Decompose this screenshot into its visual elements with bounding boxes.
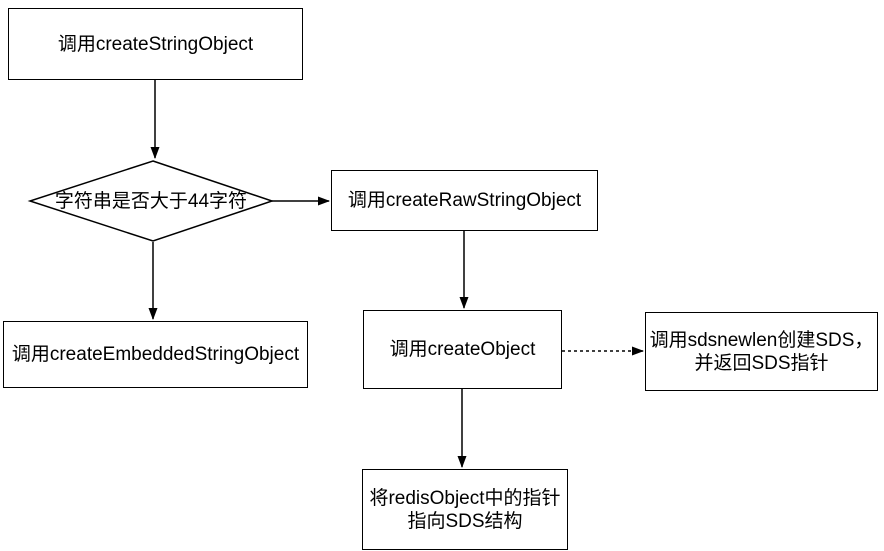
node-sdsnewlen-label: 调用sdsnewlen创建SDS， 并返回SDS指针 (649, 329, 874, 374)
node-create-embedded-string-object-label: 调用createEmbeddedStringObject (11, 344, 300, 365)
node-create-raw-string-object-label: 调用createRawStringObject (347, 190, 582, 211)
node-create-raw-string-object: 调用createRawStringObject (331, 170, 598, 231)
node-create-object-label: 调用createObject (389, 339, 536, 360)
node-redis-object-pointer-label: 将redisObject中的指针 指向SDS结构 (369, 487, 561, 532)
node-create-embedded-string-object: 调用createEmbeddedStringObject (3, 321, 308, 388)
node-create-object: 调用createObject (363, 310, 562, 389)
node-create-string-object-label: 调用createStringObject (57, 33, 254, 55)
node-sdsnewlen: 调用sdsnewlen创建SDS， 并返回SDS指针 (645, 312, 878, 391)
node-create-string-object: 调用createStringObject (8, 8, 303, 80)
decision-diamond-shape (27, 160, 275, 242)
node-redis-object-pointer: 将redisObject中的指针 指向SDS结构 (362, 469, 568, 550)
